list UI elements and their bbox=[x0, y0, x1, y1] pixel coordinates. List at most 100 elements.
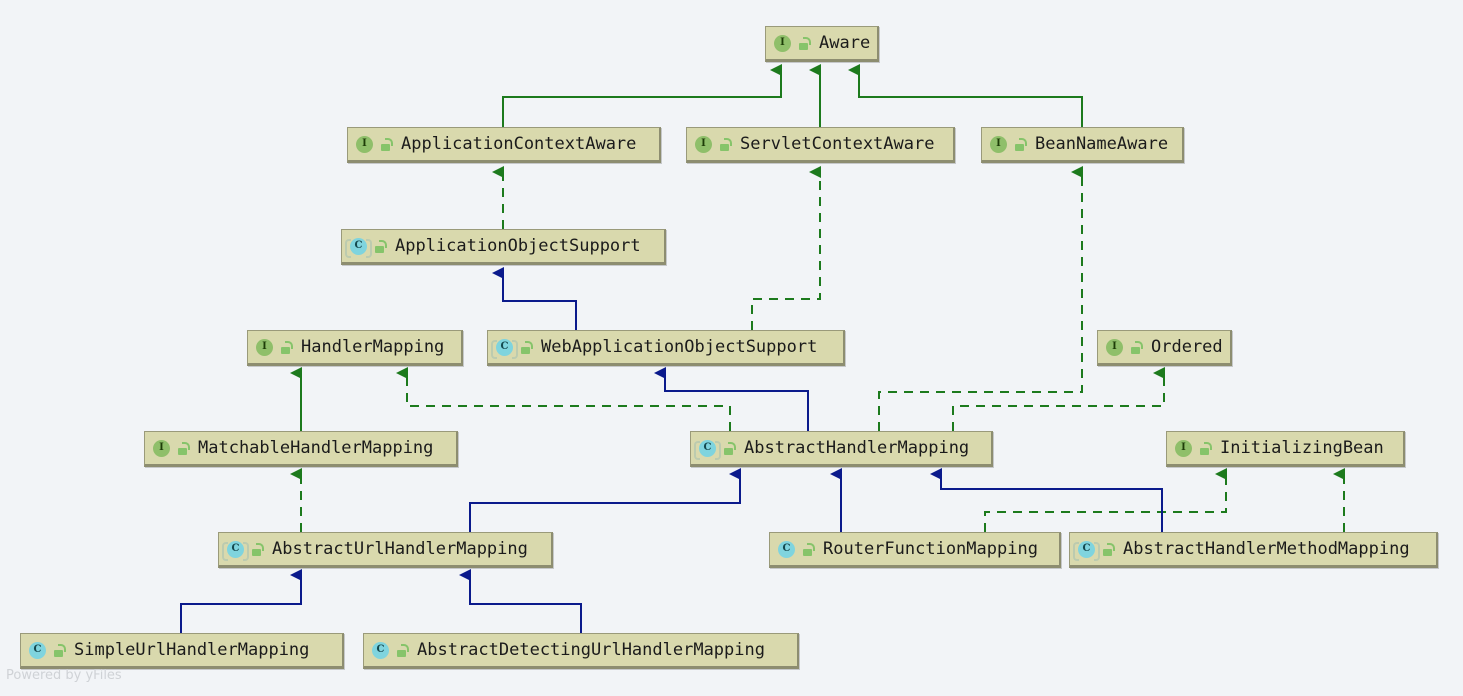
class-node-label: WebApplicationObjectSupport bbox=[541, 337, 818, 357]
public-unlocked-icon bbox=[397, 643, 409, 657]
node-badge: C bbox=[491, 338, 533, 359]
class-node-label: SimpleUrlHandlerMapping bbox=[74, 640, 310, 660]
node-badge: I bbox=[356, 135, 393, 153]
public-unlocked-icon bbox=[1015, 137, 1027, 151]
public-unlocked-icon bbox=[252, 542, 264, 556]
edge-simpleurl-to-absurlmapping bbox=[180, 569, 302, 633]
class-node-webappobjsupport[interactable]: C WebApplicationObjectSupport bbox=[487, 330, 845, 366]
concrete-marker: I bbox=[1175, 439, 1192, 457]
class-node-label: ApplicationObjectSupport bbox=[395, 236, 641, 256]
edge-appctxaware-to-aware bbox=[502, 64, 782, 127]
node-badge: C bbox=[1073, 540, 1115, 561]
concrete-marker: C bbox=[778, 540, 795, 558]
class-node-label: HandlerMapping bbox=[301, 337, 445, 357]
class-node-ordered[interactable]: I Ordered bbox=[1097, 330, 1232, 366]
class-node-label: ServletContextAware bbox=[740, 134, 935, 154]
node-badge: C bbox=[29, 641, 66, 659]
interface-icon: I bbox=[356, 135, 373, 153]
node-badge: I bbox=[990, 135, 1027, 153]
class-node-label: AbstractUrlHandlerMapping bbox=[272, 539, 528, 559]
class-node-handlermapping[interactable]: I HandlerMapping bbox=[247, 330, 463, 366]
class-icon: C bbox=[699, 439, 716, 457]
abstract-marker: C bbox=[694, 439, 721, 460]
class-node-beannameaware[interactable]: I BeanNameAware bbox=[981, 127, 1184, 163]
public-unlocked-icon bbox=[281, 340, 293, 354]
class-icon: C bbox=[29, 641, 46, 659]
interface-icon: I bbox=[153, 439, 170, 457]
public-unlocked-icon bbox=[799, 36, 811, 50]
edge-webappobjsupport-to-appobjsupport bbox=[492, 267, 577, 330]
node-badge: I bbox=[1106, 338, 1143, 356]
edge-routerfunc-to-initializingbean bbox=[984, 468, 1227, 532]
class-icon: C bbox=[350, 237, 367, 255]
node-badge: I bbox=[1175, 439, 1212, 457]
yfiles-watermark: Powered by yFiles bbox=[6, 668, 122, 683]
node-badge: C bbox=[778, 540, 815, 558]
edge-beannameaware-to-aware bbox=[848, 64, 1083, 127]
class-node-label: MatchableHandlerMapping bbox=[198, 438, 434, 458]
interface-icon: I bbox=[1106, 338, 1123, 356]
class-node-servletctxaware[interactable]: I ServletContextAware bbox=[686, 127, 955, 163]
public-unlocked-icon bbox=[178, 441, 190, 455]
public-unlocked-icon bbox=[381, 137, 393, 151]
public-unlocked-icon bbox=[803, 542, 815, 556]
edge-abshandlermethod-to-abshandlermapping bbox=[930, 468, 1163, 532]
concrete-marker: I bbox=[256, 338, 273, 356]
class-node-label: Aware bbox=[819, 33, 871, 53]
class-node-matchable[interactable]: I MatchableHandlerMapping bbox=[144, 431, 458, 467]
class-icon: C bbox=[1078, 540, 1095, 558]
abstract-marker: C bbox=[491, 338, 518, 359]
public-unlocked-icon bbox=[1131, 340, 1143, 354]
class-node-label: InitializingBean bbox=[1220, 438, 1384, 458]
interface-icon: I bbox=[695, 135, 712, 153]
class-node-label: RouterFunctionMapping bbox=[823, 539, 1038, 559]
edge-absurlmapping-to-abshandlermapping bbox=[469, 468, 741, 532]
class-icon: C bbox=[778, 540, 795, 558]
interface-icon: I bbox=[1175, 439, 1192, 457]
edge-abshandlermapping-to-ordered bbox=[952, 367, 1165, 431]
node-badge: I bbox=[153, 439, 190, 457]
node-badge: C bbox=[372, 641, 409, 659]
interface-icon: I bbox=[990, 135, 1007, 153]
edge-webappobjsupport-to-servletctxaware bbox=[751, 166, 821, 330]
abstract-marker: C bbox=[222, 540, 249, 561]
public-unlocked-icon bbox=[54, 643, 66, 657]
node-badge: I bbox=[256, 338, 293, 356]
class-node-appctxaware[interactable]: I ApplicationContextAware bbox=[347, 127, 661, 163]
node-badge: C bbox=[694, 439, 736, 460]
class-node-aware[interactable]: I Aware bbox=[765, 26, 879, 62]
class-node-appobjsupport[interactable]: C ApplicationObjectSupport bbox=[341, 229, 666, 265]
public-unlocked-icon bbox=[375, 239, 387, 253]
concrete-marker: I bbox=[990, 135, 1007, 153]
node-badge: C bbox=[222, 540, 264, 561]
abstract-marker: C bbox=[345, 237, 372, 258]
concrete-marker: I bbox=[1106, 338, 1123, 356]
edge-abshandlermapping-to-webappobjsupport bbox=[654, 367, 809, 431]
node-badge: I bbox=[695, 135, 732, 153]
class-icon: C bbox=[372, 641, 389, 659]
public-unlocked-icon bbox=[521, 340, 533, 354]
class-node-label: BeanNameAware bbox=[1035, 134, 1169, 154]
concrete-marker: I bbox=[774, 34, 791, 52]
node-badge: C bbox=[345, 237, 387, 258]
class-node-label: ApplicationContextAware bbox=[401, 134, 637, 154]
concrete-marker: C bbox=[29, 641, 46, 659]
class-node-initializingbean[interactable]: I InitializingBean bbox=[1166, 431, 1405, 467]
class-node-simpleurl[interactable]: C SimpleUrlHandlerMapping bbox=[20, 633, 344, 669]
abstract-marker: C bbox=[1073, 540, 1100, 561]
class-icon: C bbox=[227, 540, 244, 558]
class-node-label: AbstractHandlerMapping bbox=[744, 438, 970, 458]
edge-abshandlermapping-to-beannameaware bbox=[878, 166, 1083, 431]
public-unlocked-icon bbox=[720, 137, 732, 151]
edge-abshandlermapping-to-handlermapping bbox=[396, 367, 731, 431]
concrete-marker: I bbox=[356, 135, 373, 153]
class-node-label: Ordered bbox=[1151, 337, 1223, 357]
class-node-abshandlermapping[interactable]: C AbstractHandlerMapping bbox=[690, 431, 993, 467]
class-node-absurlmapping[interactable]: C AbstractUrlHandlerMapping bbox=[218, 532, 553, 568]
node-badge: I bbox=[774, 34, 811, 52]
class-node-routerfunc[interactable]: C RouterFunctionMapping bbox=[769, 532, 1061, 568]
edge-absdetecting-to-absurlmapping bbox=[459, 569, 582, 633]
